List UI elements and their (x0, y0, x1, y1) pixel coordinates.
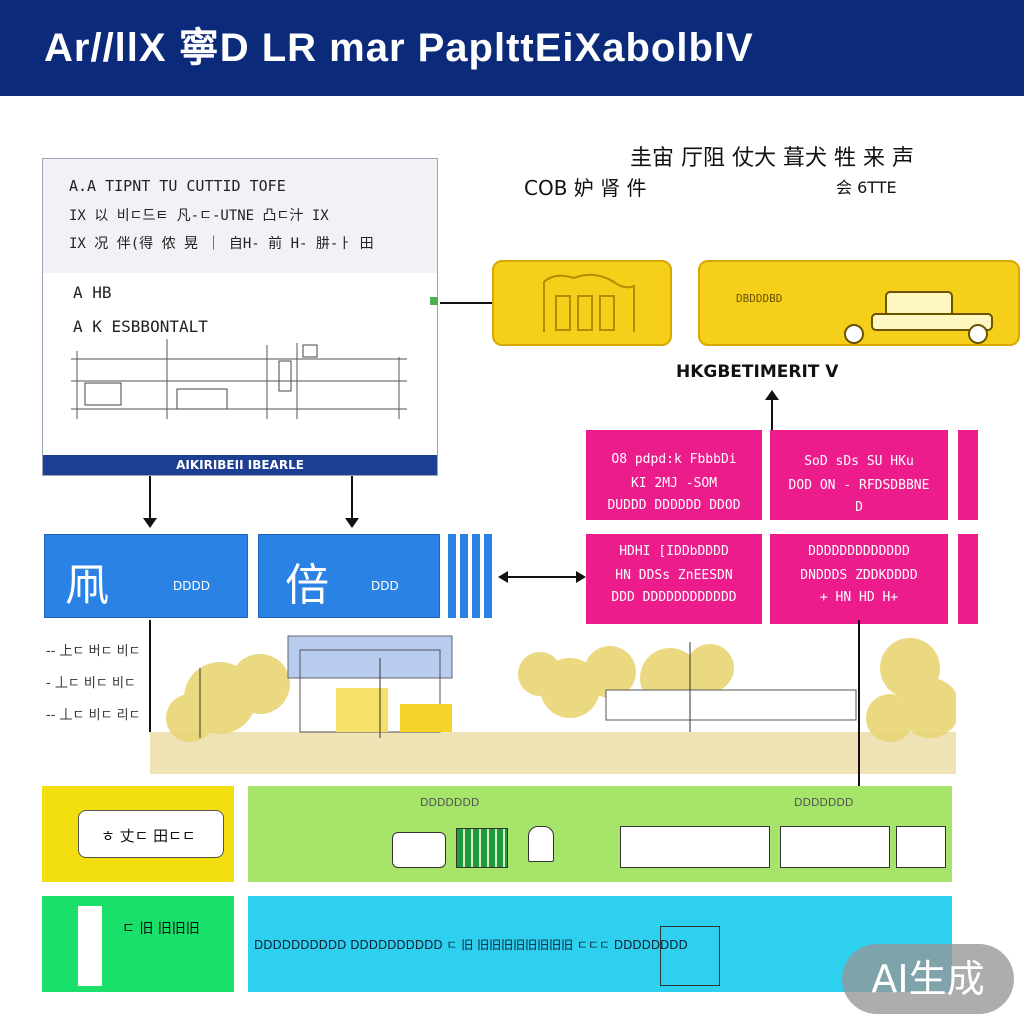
left-list-item-3: -- 丄ㄷ 비ㄷ 리ㄷ (46, 708, 141, 723)
magenta-cell-1-line-3: DUDDD DDDDDD DDOD (607, 498, 741, 513)
arrow-vertical-line (858, 620, 860, 806)
magenta-edge-2 (958, 534, 978, 624)
left-list-item-2: - 丄ㄷ 비ㄷ 비ㄷ (46, 676, 136, 691)
magenta-cell-3: HDHI [IDDbDDDD HN DDSs ZnEESDN DDD DDDDD… (586, 534, 762, 624)
blue-stripes (448, 534, 496, 618)
arrow-line (440, 302, 492, 304)
icon-panel-2 (780, 826, 890, 868)
left-card-line-1: A.A TIPNT TU CUTTID TOFE (69, 177, 286, 195)
green-box-strip (78, 906, 102, 986)
magenta-cell-1-line-1: O8 pdpd:k FbbbDi (611, 452, 737, 467)
left-card-floorplan (71, 339, 407, 419)
left-card: A.A TIPNT TU CUTTID TOFE IX 以 비ㄷ드ㅌ 凡-ㄷ-U… (42, 158, 438, 476)
car-icon (844, 291, 993, 344)
arrow-down-line-3 (149, 620, 151, 732)
green-caption-1: DDDDDDD (420, 796, 480, 809)
left-card-footer: AIKIRIBEII IBEARLE (43, 455, 437, 475)
arrow-down-line-1 (149, 476, 151, 522)
left-card-top (43, 159, 437, 273)
header-title: Ar//llX 寧D LR mar PaplttEiXabolblV (44, 26, 754, 70)
arrow-up-line (771, 398, 773, 430)
magenta-cell-4-line-2: DNDDDS ZDDKDDDD (800, 568, 918, 583)
top-right-line-2: COB 妒 肾 件 (524, 176, 647, 200)
bottom-yellow-box: ㅎ 丈ㄷ 田ㄷㄷ (42, 786, 234, 882)
bottom-yellow-label: ㅎ 丈ㄷ 田ㄷㄷ (101, 827, 196, 845)
magenta-cell-4: DDDDDDDDDDDDD DNDDDS ZDDKDDDD + HN HD H+ (770, 534, 948, 624)
device-tablet-icon (392, 832, 446, 868)
left-card-label-a: A HB (73, 283, 112, 302)
magenta-cell-4-line-3: + HN HD H+ (819, 590, 899, 605)
left-list-item-1: -- 上ㄷ 버ㄷ 비ㄷ (46, 644, 141, 659)
blue-cell-1-small: DDDD (173, 579, 210, 593)
arrow-up-head (765, 390, 779, 400)
icon-panel-1 (620, 826, 770, 868)
arrow-down-head-1 (143, 518, 157, 528)
left-card-label-b: A K ESBBONTALT (73, 317, 208, 336)
yellow-panel-left (492, 260, 672, 346)
tram-icon (528, 826, 554, 862)
top-right-line-1: 圭宙 厅阻 仗大 葺犬 牲 来 声 (630, 146, 914, 171)
blue-cell-2: 倍 DDD (258, 534, 440, 618)
yellow-caption: HKGBETIMERIT V (676, 362, 839, 382)
blue-cell-2-small: DDD (371, 579, 399, 593)
blue-cell-1: 凧 DDDD (44, 534, 248, 618)
arrow-left-head (498, 571, 508, 583)
cyan-caption: DDDDDDDDDD DDDDDDDDDD ㄷ 旧 旧旧旧旧旧旧旧旧 ㄷㄷㄷ D… (254, 938, 688, 952)
landscape-illustration (150, 635, 956, 774)
arrow-down-line-2 (351, 476, 353, 522)
left-card-line-2: IX 以 비ㄷ드ㅌ 凡-ㄷ-UTNE 凸ㄷ汁 IX (69, 208, 329, 224)
magenta-cell-2-line-1: SoD sDs SU HKu (804, 454, 914, 469)
yellow-panel-label: DBDDDBD (736, 292, 783, 305)
header-bar: Ar//llX 寧D LR mar PaplttEiXabolblV (0, 0, 1024, 96)
green-small-label: ㄷ 旧 旧旧旧 (122, 921, 200, 937)
green-caption-2: DDDDDDD (794, 796, 854, 809)
cyan-building-icon (660, 926, 720, 986)
magenta-cell-2-line-3: D (855, 500, 863, 515)
yellow-panel-right: DBDDDBD (698, 260, 1020, 346)
bottom-green-band: DDDDDDD DDDDDDD (248, 786, 952, 882)
magenta-edge-1 (958, 430, 978, 520)
icon-panel-3 (896, 826, 946, 868)
magenta-cell-3-line-3: DDD DDDDDDDDDDDD (611, 590, 737, 605)
magenta-cell-1-line-2: KI 2MJ -SOM (630, 476, 718, 491)
magenta-cell-2-line-2: DOD ON - RFDSDBBNE (788, 478, 930, 493)
magenta-cell-2: SoD sDs SU HKu DOD ON - RFDSDBBNE D (770, 430, 948, 520)
blue-cell-1-big: 凧 (65, 560, 109, 611)
magenta-cell-3-line-2: HN DDSs ZnEESDN (615, 568, 733, 583)
bottom-cyan-band: DDDDDDDDDD DDDDDDDDDD ㄷ 旧 旧旧旧旧旧旧旧旧 ㄷㄷㄷ D… (248, 896, 952, 992)
arrow-right-head (576, 571, 586, 583)
blue-cell-2-big: 倍 (285, 560, 329, 611)
magenta-cell-1: O8 pdpd:k FbbbDi KI 2MJ -SOM DUDDD DDDDD… (586, 430, 762, 520)
magenta-cell-3-line-1: HDHI [IDDbDDDD (619, 544, 729, 559)
connector-dot (430, 297, 438, 305)
green-grid-icon (456, 828, 508, 868)
arrow-horizontal-line (506, 576, 576, 578)
arrow-down-head-2 (345, 518, 359, 528)
bottom-yellow-inner: ㅎ 丈ㄷ 田ㄷㄷ (78, 810, 224, 858)
top-right-line-3: 会 6TTE (836, 178, 897, 197)
building-icon (543, 273, 635, 332)
left-card-line-3: IX 况 伴(得 侬 晃 ｜ 自H- 前 H- 肼-ㅏ 田 (69, 236, 374, 252)
magenta-cell-4-line-1: DDDDDDDDDDDDD (808, 544, 910, 559)
bottom-green-box: ㄷ 旧 旧旧旧 (42, 896, 234, 992)
ai-generated-badge: AI生成 (842, 944, 1014, 1014)
